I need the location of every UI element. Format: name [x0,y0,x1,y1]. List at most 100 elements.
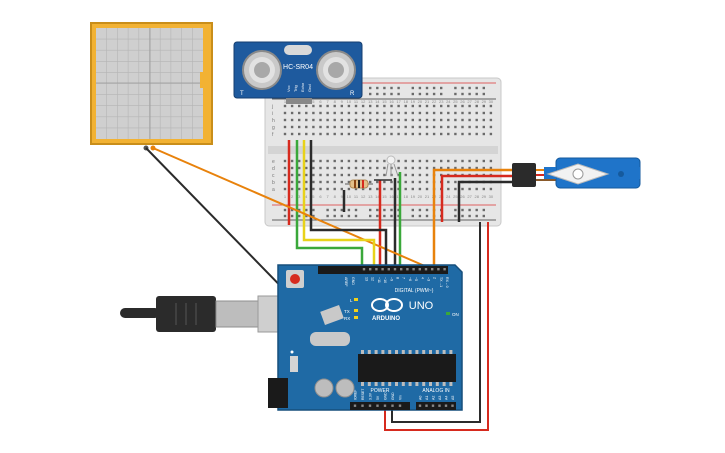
digital-pin-label: ~9 [389,277,393,281]
column-number-bottom: 7 [326,194,329,199]
servo-motor[interactable] [512,157,641,189]
column-number-bottom: 28 [474,194,479,199]
gnd-label: GND [351,277,355,285]
column-number-bottom: 12 [361,194,366,199]
column-number-bottom: 1 [284,194,287,199]
column-number-bottom: 30 [489,194,494,199]
digital-pin-label: 8 [396,277,400,279]
microcontroller-pins [361,350,453,386]
on-label: ON [452,312,459,317]
column-number-top: 25 [453,99,458,104]
column-number-bottom: 11 [354,194,359,199]
board-wires [287,222,489,431]
analog-pin-label: A0 [419,396,423,400]
power-pin-label: 5V [376,395,380,400]
column-number-bottom: 9 [341,194,344,199]
column-number-top: 1 [284,99,287,104]
column-number-top: 28 [474,99,479,104]
column-number-top: 20 [418,99,423,104]
digital-pin-label: ~3 [427,277,431,281]
column-number-bottom: 5 [312,194,315,199]
column-number-top: 21 [425,99,430,104]
l-label: L [350,298,353,303]
digital-pin-label: ~6 [408,277,412,281]
power-pin-label: RESET [361,389,365,400]
column-number-bottom: 25 [453,194,458,199]
column-number-bottom: 19 [411,194,416,199]
row-letter-top: g [272,125,275,131]
analog-pin-label: A2 [432,396,436,400]
row-letter-top: h [272,118,275,124]
row-letter-bottom: e [272,159,275,165]
column-number-top: 6 [319,99,322,104]
digital-pin-label: TX→1 [439,277,443,287]
power-pin-label: GND [391,392,395,400]
digital-pin-label: 13 [365,277,369,281]
column-number-bottom: 20 [418,194,423,199]
row-letter-top: f [272,132,274,138]
analog-pin-label: A5 [451,396,455,400]
column-number-bottom: 3 [298,194,301,199]
touch-panel[interactable] [90,22,213,151]
digital-pin-label: ~10 [383,277,387,283]
column-number-top: 10 [347,99,352,104]
digital-pin-label: 2 [433,277,437,279]
row-letter-bottom: c [272,173,275,179]
wire-black-servo-ground [457,180,512,222]
row-letter-bottom: b [272,180,275,186]
column-number-top: 26 [460,99,465,104]
column-number-bottom: 2 [291,194,294,199]
row-letter-bottom: a [272,187,275,193]
column-number-bottom: 13 [368,194,373,199]
power-pin-label: GND [384,392,388,400]
wire-orange-servo-signal [432,168,512,265]
led[interactable] [385,155,399,177]
digital-pin-label: ~11 [377,277,381,283]
arduino-model: UNO [409,300,434,312]
power-pin-label: Vin [399,395,403,400]
column-number-top: 17 [396,99,401,104]
power-header-label: POWER [371,388,390,394]
digital-pin-label: 4 [420,277,424,279]
digital-pin-label: 12 [371,277,375,281]
sensor-pin-label: Trig [293,85,298,92]
column-number-top: 27 [467,99,472,104]
touch-panel-grid [96,28,203,139]
sensor-pin-label: Vcc [286,85,291,92]
sensor-pin-label: Echo [300,82,305,92]
column-number-bottom: 29 [482,194,487,199]
column-number-top: 23 [439,99,444,104]
column-number-top: 18 [403,99,408,104]
column-number-bottom: 27 [467,194,472,199]
resistor[interactable] [345,179,373,189]
column-number-top: 22 [432,99,437,104]
column-number-top: 5 [312,99,315,104]
aref-label: AREF [344,277,348,287]
column-number-top: 13 [368,99,373,104]
power-pin-label: IOREF [354,390,358,400]
power-pin-label: 3.3V [369,392,373,400]
column-number-top: 16 [389,99,394,104]
analog-pin-label: A1 [425,396,429,400]
analog-pin-label: A4 [445,396,449,400]
column-number-bottom: 6 [319,194,322,199]
row-letter-bottom: d [272,166,275,172]
row-letter-top: i [272,111,273,117]
reset-button[interactable] [290,274,300,284]
column-number-bottom: 24 [446,194,451,199]
digital-header-label: DIGITAL (PWM~) [395,288,434,294]
sensor-name: HC-SR04 [283,64,313,71]
column-number-bottom: 21 [425,194,430,199]
column-number-bottom: 26 [460,194,465,199]
column-number-top: 11 [354,99,359,104]
arduino-brand: ARDUINO [372,316,400,322]
column-number-bottom: 8 [334,194,337,199]
